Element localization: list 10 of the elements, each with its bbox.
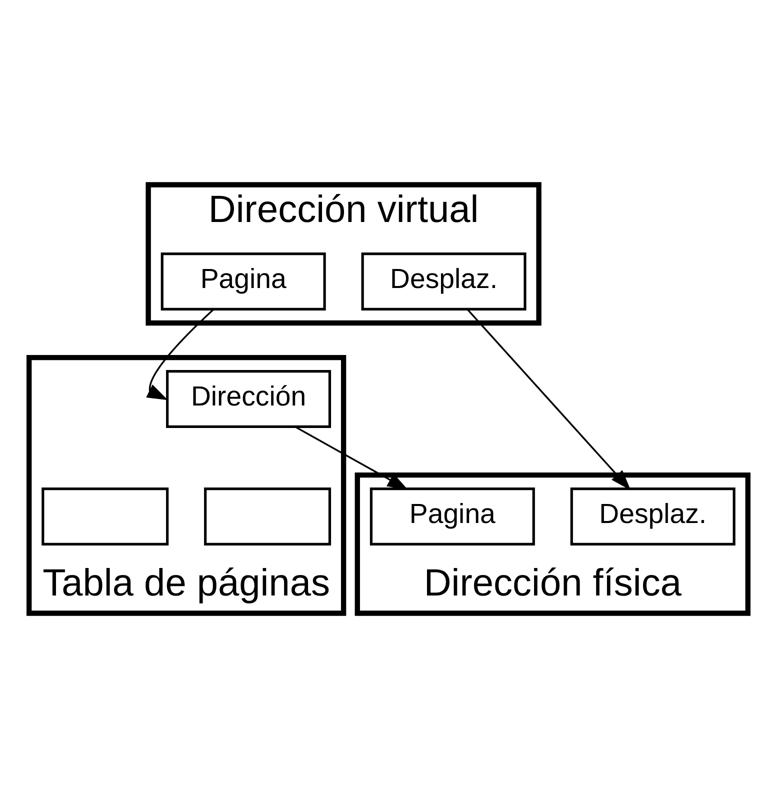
arrow: [294, 426, 408, 490]
node-box: Desplaz.: [361, 252, 526, 310]
arrow: [146, 308, 214, 400]
node-box: Pagina: [160, 252, 326, 310]
node-box: Dirección: [166, 370, 332, 428]
node-box: Desplaz.: [570, 488, 736, 546]
arrow: [466, 308, 631, 490]
node-box: [42, 488, 169, 546]
node-box: Pagina: [370, 488, 535, 546]
node-box: [204, 488, 332, 546]
